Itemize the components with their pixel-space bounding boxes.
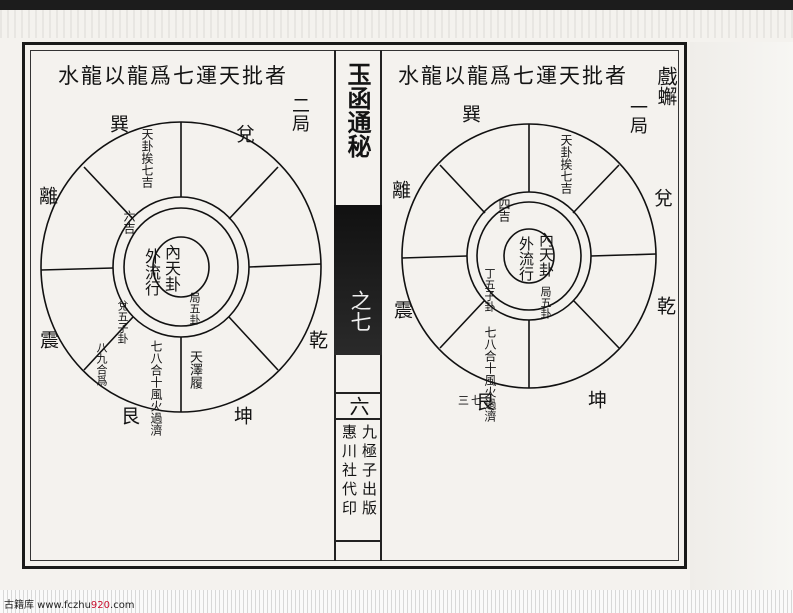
left-page-title: 水龍以龍爲七運天批者 [58,64,288,88]
scan-noise [0,10,793,38]
left-center-text-1: 內天卦 [162,244,181,292]
left-dir-dui: 兌 [233,124,255,143]
footer-watermark: 古籍库 www.fczhu920.com [4,600,135,611]
right-note-lower-sector-edge: 三七 [458,394,484,407]
column-divider [334,392,382,394]
right-dir-li: 離 [389,180,411,199]
footer-strip [0,590,793,613]
page-frame [22,42,687,569]
right-note-upper-sector: 天卦挨七吉 [559,134,573,194]
right-note-lower-inner-left: 丁五子卦 [483,268,496,312]
right-note-lower-inner-right: 局五卦 [539,286,552,319]
left-dir-li: 離 [36,186,58,205]
inner-ring [476,201,582,311]
right-center-text-1: 內天卦 [537,232,555,277]
right-center-text-2: 外流行 [517,236,535,281]
right-dir-xun: 巽 [459,104,481,123]
right-note-lower-sector: 七八合十風火過濟 [483,326,497,422]
page-inner-border [30,50,679,561]
right-dir-qian: 乾 [654,296,676,315]
column-divider [334,418,382,420]
right-compass-diagram [398,120,660,392]
right-dir-kun: 坤 [585,390,607,409]
center-ring [152,236,210,298]
book-title: 玉函通秘 [343,62,372,158]
left-center-text-2: 外流行 [142,248,161,296]
right-dir-gen: 艮 [473,392,495,411]
fish-tail-mark [334,205,382,355]
left-note-lower-sector-edge: 八九合爲 [95,342,108,386]
left-dir-zhen: 震 [37,330,59,349]
left-note-lower-sector-right: 天澤履 [187,350,202,389]
scan-top-edge [0,0,793,10]
right-page-title: 水龍以龍爲七運天批者 [398,64,628,88]
right-margin-note: 戲蠏 [654,66,678,106]
right-dir-zhen: 震 [391,300,413,319]
publisher-line-1: 九極子出版 [360,424,378,519]
page-number: 六 [346,396,370,416]
volume-mark: 之七 [348,290,372,332]
left-note-upper-sector: 天卦挨七吉 [140,128,154,188]
left-dir-kun: 坤 [231,406,253,425]
left-section-label: 二局 [289,96,310,132]
right-section-label: 一局 [627,98,648,134]
left-note-lower-inner-left: 兌五子卦 [116,300,129,344]
left-dir-gen: 艮 [118,406,140,425]
publisher-line-2: 惠川社代印 [340,424,358,519]
left-compass-diagram [36,112,326,422]
inner-ring [123,207,239,327]
right-dir-dui: 兌 [651,188,673,207]
scan-right-margin [690,42,793,590]
column-divider [334,540,382,542]
right-note-upper-inner: 四吉 [497,198,511,222]
left-note-upper-inner: 六吉 [122,210,136,234]
left-note-lower-inner-right: 局五卦 [188,292,201,325]
left-dir-xun: 巽 [107,114,129,133]
left-note-lower-sector-left: 七八合十風火過濟 [149,340,163,436]
center-ring [503,228,555,284]
left-dir-qian: 乾 [306,330,328,349]
